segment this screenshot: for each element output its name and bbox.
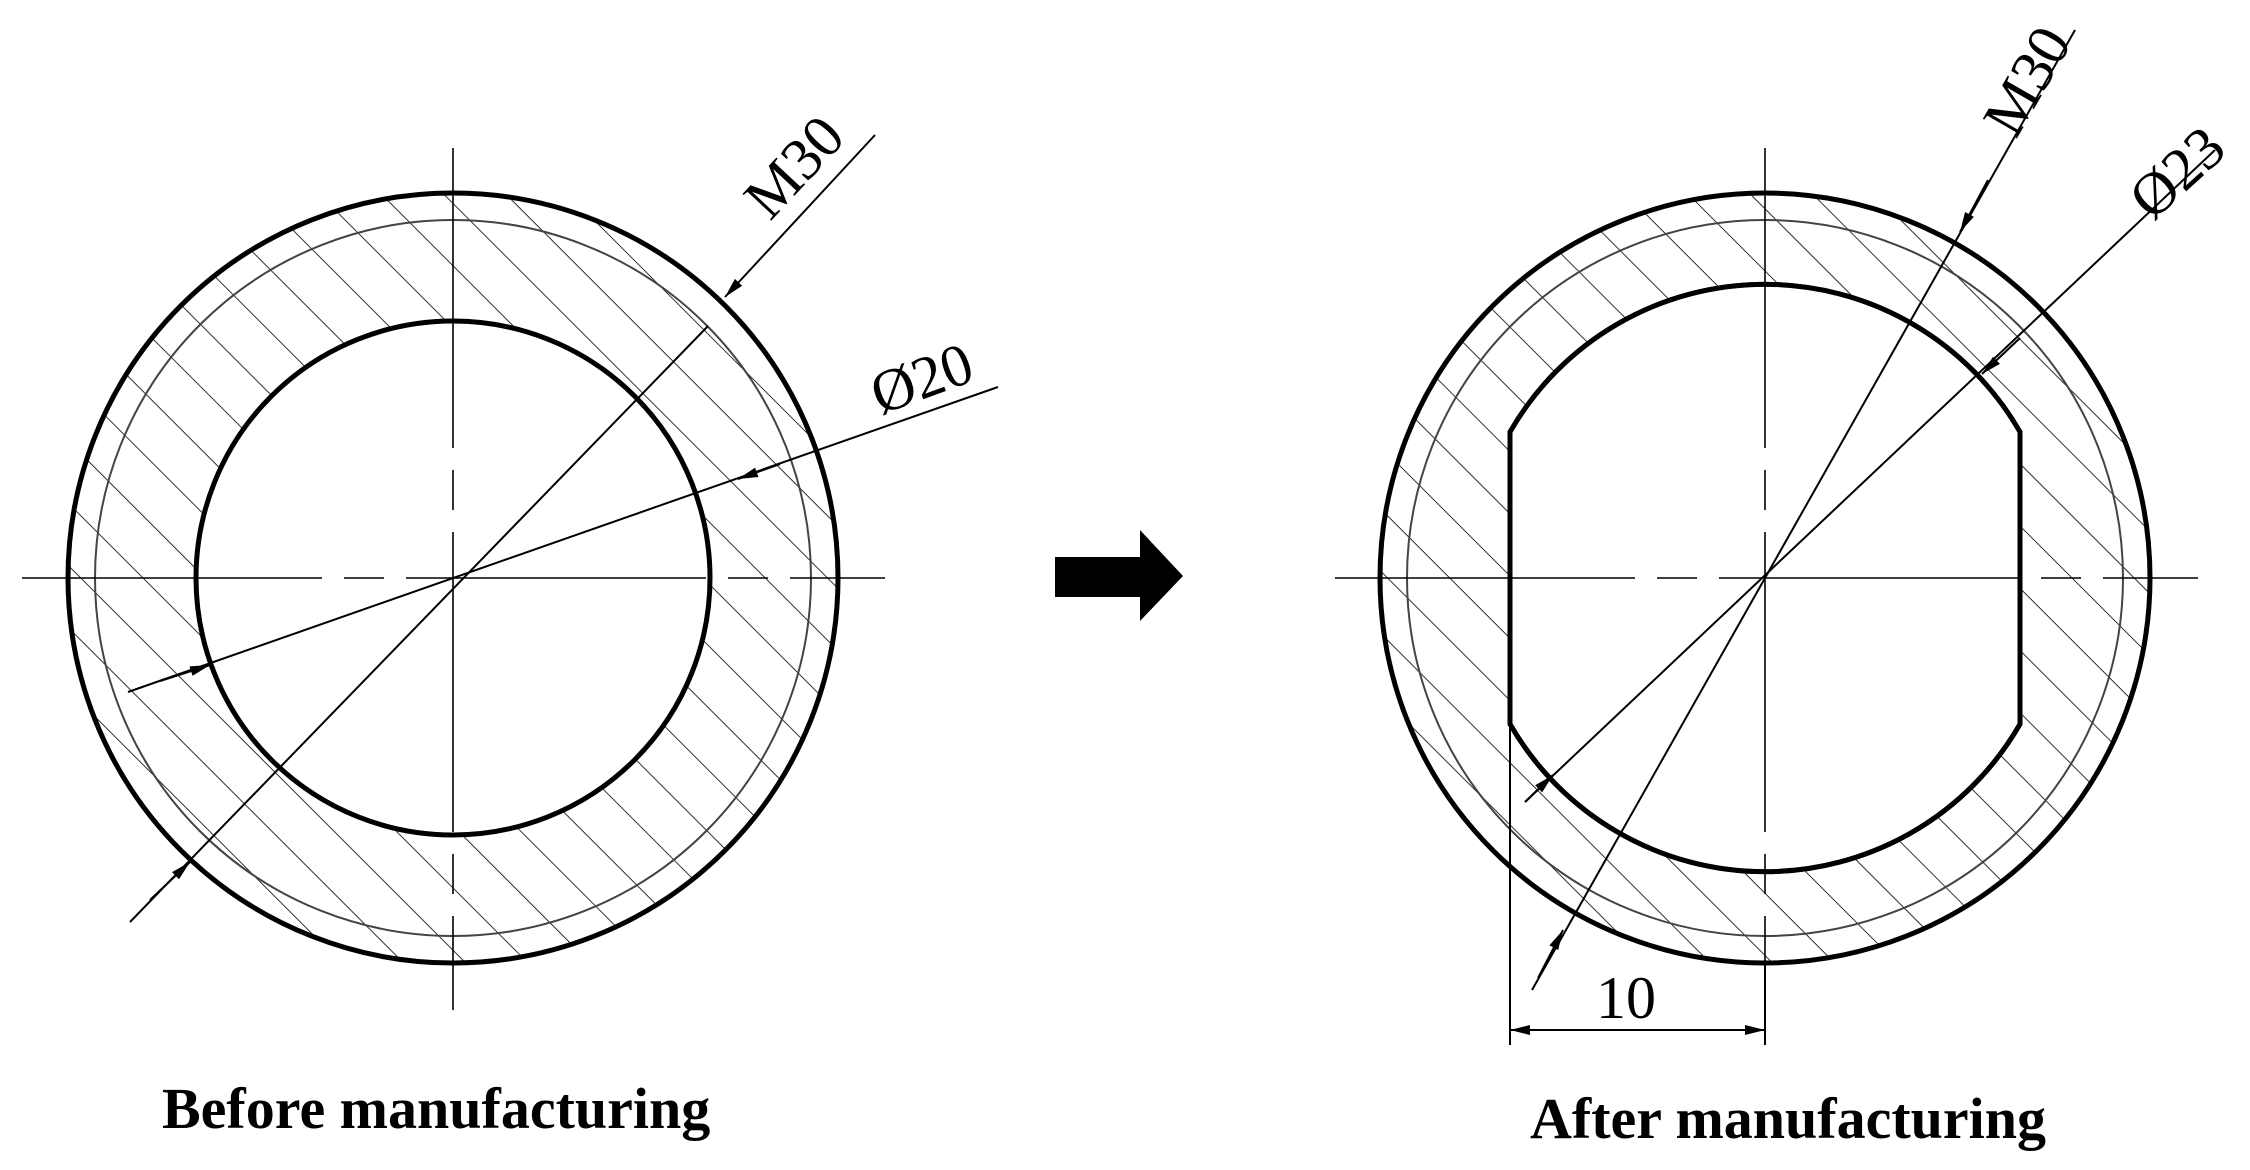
after-bore-label: Ø23 <box>2117 113 2238 231</box>
before-caption: Before manufacturing <box>162 1076 710 1141</box>
before-section: M30 Ø20 Before manufacturing <box>22 103 999 1141</box>
before-thread-dim-line <box>129 325 709 923</box>
after-thread-arrow-bottom <box>1537 929 1564 979</box>
before-bore-dim-line <box>127 386 999 693</box>
before-bore-arrow-right <box>737 463 781 480</box>
after-thread-dim-line <box>1531 29 2076 991</box>
before-thread-dim-arrow <box>149 861 191 901</box>
before-hatch-area <box>68 193 838 963</box>
after-flat-width-label: 10 <box>1596 965 1656 1031</box>
before-thread-label: M30 <box>731 103 857 231</box>
after-caption: After manufacturing <box>1530 1086 2046 1151</box>
before-thread-leader <box>724 134 876 298</box>
after-bore-arrow-top <box>1981 337 2021 375</box>
after-section: M30 Ø23 10 After manufacturing <box>1335 15 2237 1151</box>
right-arrow-icon <box>1055 530 1183 621</box>
after-bore-dim-line <box>1524 149 2216 803</box>
after-thread-label: M30 <box>1970 15 2084 146</box>
after-bore-arrow-bottom <box>1524 774 1554 803</box>
before-bore-arrow-left <box>159 664 211 682</box>
after-thread-arrow-top <box>1959 179 1989 233</box>
before-bore-label: Ø20 <box>862 330 982 427</box>
